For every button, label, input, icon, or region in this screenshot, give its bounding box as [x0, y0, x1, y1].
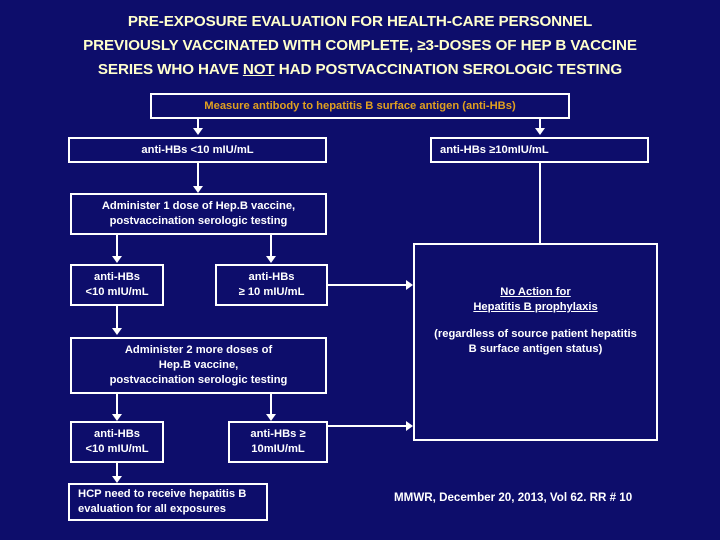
node-result2-high[interactable]: anti-HBs ≥ 10mIU/mL: [228, 421, 328, 463]
connector-result1low-to-administer2: [116, 306, 118, 330]
node-result2-low-line-2: <10 mIU/mL: [85, 443, 149, 455]
arrow-result2low-to-hcp: [112, 476, 122, 483]
connector-low-to-administer1: [197, 163, 199, 188]
title-line-3: SERIES WHO HAVE NOT HAD POSTVACCINATION …: [18, 58, 702, 82]
connector-administer2-right: [270, 394, 272, 416]
page-title: PRE-EXPOSURE EVALUATION FOR HEALTH-CARE …: [18, 10, 702, 82]
arrow-result1high-to-noaction: [406, 280, 413, 290]
node-hcp-outcome-line-1: HCP need to receive hepatitis B: [78, 488, 247, 500]
node-administer-2-doses-line-1: Administer 2 more doses of: [124, 344, 273, 356]
connector-start-stub: [197, 119, 199, 130]
node-administer-2-doses[interactable]: Administer 2 more doses of Hep.B vaccine…: [70, 337, 327, 394]
connector-administer2-left: [116, 394, 118, 416]
title-line-3-part-b: HAD POSTVACCINATION SEROLOGIC TESTING: [274, 61, 623, 78]
node-result1-low-line-2: <10 mIU/mL: [85, 286, 149, 298]
node-no-action[interactable]: No Action for Hepatitis B prophylaxis (r…: [413, 243, 658, 441]
node-measure-antibody-label: Measure antibody to hepatitis B surface …: [204, 99, 516, 112]
arrow-low-to-administer1: [193, 186, 203, 193]
title-line-3-part-a: SERIES WHO HAVE: [97, 61, 243, 78]
node-no-action-note-line-2: B surface antigen status): [468, 343, 603, 355]
node-anti-hbs-low[interactable]: anti-HBs <10 mIU/mL: [68, 137, 327, 163]
arrow-start-to-high: [535, 128, 545, 135]
node-hcp-outcome[interactable]: HCP need to receive hepatitis B evaluati…: [68, 483, 268, 521]
node-anti-hbs-high-label: anti-HBs ≥10mIU/mL: [440, 143, 549, 156]
node-result1-low-line-1: anti-HBs: [94, 271, 140, 283]
node-administer-1-dose[interactable]: Administer 1 dose of Hep.B vaccine, post…: [70, 193, 327, 235]
node-no-action-heading-line-2: Hepatitis B prophylaxis: [473, 301, 598, 313]
connector-result2high-to-noaction: [328, 425, 407, 427]
title-line-2: PREVIOUSLY VACCINATED WITH COMPLETE, ≥3-…: [83, 37, 637, 54]
node-result2-low[interactable]: anti-HBs <10 mIU/mL: [70, 421, 164, 463]
node-no-action-heading-line-1: No Action for: [500, 286, 571, 298]
arrow-result1low-to-administer2: [112, 328, 122, 335]
node-result2-low-line-1: anti-HBs: [94, 428, 140, 440]
node-anti-hbs-high[interactable]: anti-HBs ≥10mIU/mL: [430, 137, 649, 163]
connector-administer1-left: [116, 235, 118, 258]
arrow-administer1-to-result-low: [112, 256, 122, 263]
node-administer-2-doses-line-3: postvaccination serologic testing: [109, 374, 288, 386]
arrow-start-to-low: [193, 128, 203, 135]
node-result1-high-line-1: anti-HBs: [248, 271, 295, 283]
arrow-administer2-to-result-high: [266, 414, 276, 421]
connector-result2low-to-hcp: [116, 463, 118, 478]
node-administer-1-dose-line-1: Administer 1 dose of Hep.B vaccine,: [101, 200, 296, 212]
connector-high-to-noaction: [539, 163, 541, 243]
node-result1-high-line-2: ≥ 10 mIU/mL: [238, 286, 305, 298]
citation-text: MMWR, December 20, 2013, Vol 62. RR # 10: [394, 491, 633, 504]
node-measure-antibody[interactable]: Measure antibody to hepatitis B surface …: [150, 93, 570, 119]
connector-result1high-to-noaction: [328, 284, 407, 286]
arrow-administer2-to-result-low: [112, 414, 122, 421]
connector-administer1-right: [270, 235, 272, 258]
node-anti-hbs-low-label: anti-HBs <10 mIU/mL: [141, 143, 254, 156]
connector-start-stub-right: [539, 119, 541, 130]
node-administer-2-doses-line-2: Hep.B vaccine,: [158, 359, 239, 371]
node-result2-high-line-1: anti-HBs ≥: [250, 428, 306, 440]
title-line-3-emphasis: NOT: [242, 61, 275, 78]
arrow-result2high-to-noaction: [406, 421, 413, 431]
node-no-action-note-line-1: (regardless of source patient hepatitis: [434, 328, 637, 340]
title-line-1: PRE-EXPOSURE EVALUATION FOR HEALTH-CARE …: [127, 13, 593, 30]
node-administer-1-dose-line-2: postvaccination serologic testing: [109, 215, 288, 227]
node-result1-high[interactable]: anti-HBs ≥ 10 mIU/mL: [215, 264, 328, 306]
node-hcp-outcome-line-2: evaluation for all exposures: [78, 503, 226, 515]
arrow-administer1-to-result-high: [266, 256, 276, 263]
node-result2-high-line-2: 10mIU/mL: [251, 443, 305, 455]
node-result1-low[interactable]: anti-HBs <10 mIU/mL: [70, 264, 164, 306]
